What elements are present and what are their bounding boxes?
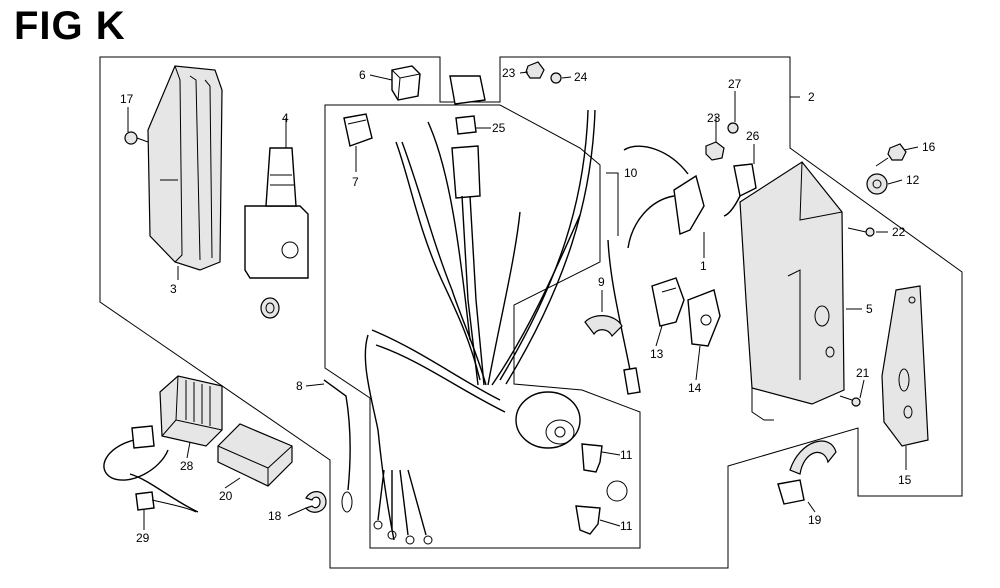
washer-27 <box>727 122 739 134</box>
callout-4: 4 <box>282 111 289 125</box>
callout-16: 16 <box>922 140 936 154</box>
nut-23-right <box>705 141 725 161</box>
callout-28: 28 <box>180 459 194 473</box>
screw-21 <box>839 395 861 407</box>
callout-11a: 11 <box>620 448 633 462</box>
pad-20 <box>217 423 293 487</box>
screw-22 <box>847 227 875 237</box>
clip-18 <box>305 491 327 513</box>
assembly-outline <box>99 56 963 569</box>
clamp-19 <box>777 440 837 505</box>
callout-29: 29 <box>136 531 150 545</box>
callout-14: 14 <box>688 381 702 395</box>
wire-harness <box>364 109 596 545</box>
fuse-box <box>449 75 486 199</box>
callout-15: 15 <box>898 473 912 487</box>
callout-19: 19 <box>808 513 822 527</box>
callout-25: 25 <box>492 121 506 135</box>
relay-6 <box>391 65 421 101</box>
switch-14 <box>687 289 721 347</box>
callout-5: 5 <box>866 302 873 316</box>
callout-23b: 23 <box>707 111 721 125</box>
starter-solenoid <box>515 391 581 449</box>
callout-23a: 23 <box>502 66 516 80</box>
callout-12: 12 <box>906 173 920 187</box>
callout-22: 22 <box>892 225 906 239</box>
switch-1 <box>623 145 705 249</box>
clamp-9 <box>584 315 623 338</box>
figure-title: FIG K <box>14 4 126 48</box>
rectifier-28 <box>159 375 223 447</box>
callout-21: 21 <box>856 366 870 380</box>
callout-27: 27 <box>728 77 742 91</box>
callout-7: 7 <box>352 175 359 189</box>
terminal-26 <box>723 163 757 217</box>
callout-6: 6 <box>359 68 366 82</box>
connector-7 <box>343 113 373 147</box>
connector-29 <box>103 425 199 513</box>
callout-1: 1 <box>700 259 707 273</box>
callout-10: 10 <box>624 166 638 180</box>
callout-2: 2 <box>808 90 815 104</box>
callout-3: 3 <box>170 282 177 296</box>
control-panel-5 <box>739 161 845 421</box>
nut-23-top <box>525 61 545 79</box>
lead-10 <box>607 239 641 395</box>
bracket-4 <box>244 147 309 279</box>
switch-13 <box>651 277 685 327</box>
callout-26: 26 <box>746 129 760 143</box>
plate-15 <box>881 285 929 447</box>
leader-lines <box>127 71 919 530</box>
screw-17 <box>124 131 149 145</box>
callout-13: 13 <box>650 347 664 361</box>
harness-outline <box>324 104 641 549</box>
control-box-cover <box>147 65 223 271</box>
callout-9: 9 <box>598 275 605 289</box>
bolt-16 <box>875 143 907 167</box>
callout-11b: 11 <box>620 519 633 533</box>
grommet-12 <box>866 173 888 195</box>
callout-17: 17 <box>120 92 134 106</box>
callout-20: 20 <box>219 489 233 503</box>
key-11 <box>575 443 628 535</box>
callout-8: 8 <box>296 379 303 393</box>
callout-labels: 1 2 3 4 5 6 7 8 9 10 11 11 12 13 14 15 1… <box>120 66 936 545</box>
washer-24 <box>550 72 562 84</box>
callout-24: 24 <box>574 70 588 84</box>
grommet <box>260 297 280 319</box>
callout-18: 18 <box>268 509 282 523</box>
lead-8 <box>323 379 353 513</box>
